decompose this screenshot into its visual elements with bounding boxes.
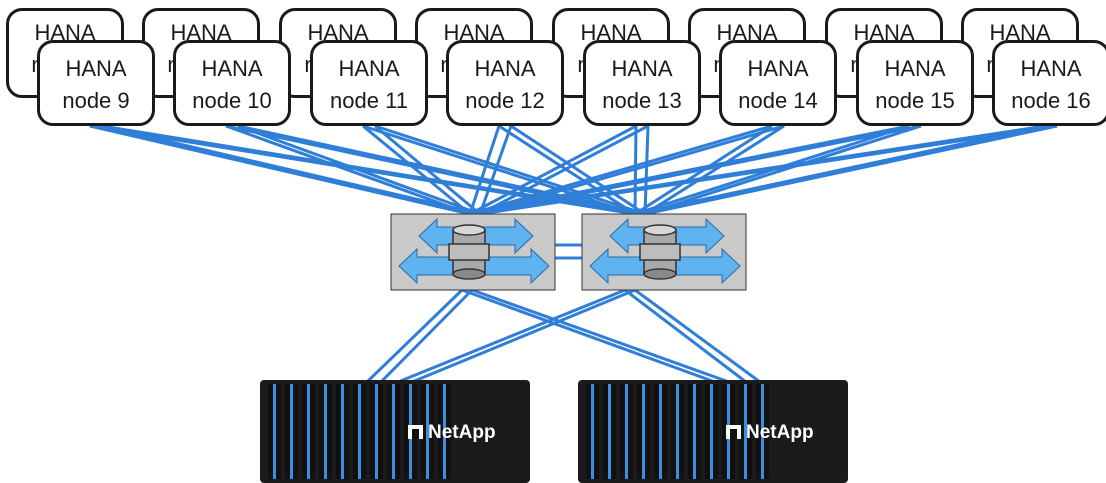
node-switch-link — [374, 124, 646, 216]
netapp-mark-icon — [726, 425, 741, 439]
node-switch-link — [469, 124, 1046, 216]
node-name: node 16 — [1011, 88, 1091, 113]
storage-bay-light — [307, 384, 310, 479]
storage-bay-light — [273, 384, 276, 479]
storage-bay-light — [591, 384, 594, 479]
node-switch-link — [479, 124, 922, 216]
node-switch-link — [101, 124, 481, 216]
switch-core-icon-band — [639, 243, 681, 261]
storage-bay-light — [608, 384, 611, 479]
netapp-brand-text: NetApp — [746, 422, 814, 443]
node-switch-link — [643, 125, 650, 215]
network-switch — [390, 213, 556, 291]
storage-bay-light — [426, 384, 429, 479]
node-switch-link — [634, 124, 1046, 216]
network-switch — [581, 213, 747, 291]
switch-storage-link — [624, 288, 747, 384]
storage-bay-light — [358, 384, 361, 479]
storage-bay-light — [341, 384, 344, 479]
switch-storage-link — [365, 288, 464, 384]
switch-storage-link — [634, 288, 761, 384]
hana-node-front-6: HANA node 14 — [719, 40, 837, 126]
storage-bay-light — [693, 384, 696, 479]
node-switch-link — [469, 124, 910, 216]
storage-bay-light — [290, 384, 293, 479]
storage-bay-light — [710, 384, 713, 479]
storage-bay-light — [625, 384, 628, 479]
node-switch-link — [469, 124, 637, 216]
node-title: HANA — [884, 56, 946, 81]
switch-core-icon-base — [643, 268, 677, 280]
node-switch-link — [644, 124, 922, 216]
switch-core-icon-base — [452, 268, 486, 280]
storage-bay-light — [642, 384, 645, 479]
storage-bay-light — [676, 384, 679, 479]
netapp-mark-icon — [408, 425, 423, 439]
node-name: node 10 — [192, 88, 272, 113]
node-name: node 14 — [738, 88, 818, 113]
node-title: HANA — [338, 56, 400, 81]
node-switch-link — [362, 124, 471, 216]
hana-node-front-3: HANA node 11 — [310, 40, 428, 126]
switch-storage-link — [471, 288, 730, 384]
netapp-storage-array — [578, 380, 848, 483]
storage-bay-light — [744, 384, 747, 479]
netapp-brand-text: NetApp — [428, 422, 496, 443]
hana-node-front-4: HANA node 12 — [446, 40, 564, 126]
node-name: node 9 — [62, 88, 130, 113]
node-switch-link — [478, 125, 513, 215]
node-switch-link — [89, 124, 471, 216]
storage-bay-light — [443, 384, 446, 479]
switch-storage-link — [397, 288, 626, 384]
switch-core-icon-top — [452, 224, 486, 236]
node-title: HANA — [474, 56, 536, 81]
node-title: HANA — [65, 56, 127, 81]
hana-node-front-7: HANA node 15 — [856, 40, 974, 126]
node-switch-link — [374, 124, 481, 216]
node-title: HANA — [201, 56, 263, 81]
node-switch-link — [362, 124, 636, 216]
node-switch-link — [644, 124, 785, 216]
node-switch-link — [479, 124, 785, 216]
node-title: HANA — [611, 56, 673, 81]
hana-node-front-5: HANA node 13 — [583, 40, 701, 126]
hana-node-front-2: HANA node 10 — [173, 40, 291, 126]
node-switch-link — [225, 124, 471, 216]
hana-node-front-8: HANA node 16 — [992, 40, 1106, 126]
netapp-storage-array — [260, 380, 530, 483]
node-switch-link — [468, 125, 501, 215]
node-title: HANA — [1020, 56, 1082, 81]
storage-bay-light — [659, 384, 662, 479]
storage-bay-light — [375, 384, 378, 479]
switch-core-icon-band — [448, 243, 490, 261]
netapp-logo: NetApp — [726, 422, 814, 444]
node-switch-link — [644, 124, 1058, 216]
node-name: node 13 — [602, 88, 682, 113]
node-title: HANA — [747, 56, 809, 81]
node-switch-link — [469, 124, 773, 216]
switch-core-icon-top — [643, 224, 677, 236]
switch-storage-link — [461, 288, 716, 384]
storage-bay-light — [392, 384, 395, 479]
node-switch-link — [510, 124, 646, 216]
node-name: node 12 — [465, 88, 545, 113]
storage-bay-light — [761, 384, 764, 479]
hana-node-front-1: HANA node 9 — [37, 40, 155, 126]
switch-storage-link — [411, 288, 636, 384]
node-name: node 15 — [875, 88, 955, 113]
switch-storage-link — [379, 288, 474, 384]
storage-bay-light — [324, 384, 327, 479]
node-name: node 11 — [330, 88, 408, 113]
node-switch-link — [479, 124, 649, 216]
netapp-logo: NetApp — [408, 422, 496, 444]
node-switch-link — [479, 124, 1058, 216]
node-switch-link — [237, 124, 481, 216]
